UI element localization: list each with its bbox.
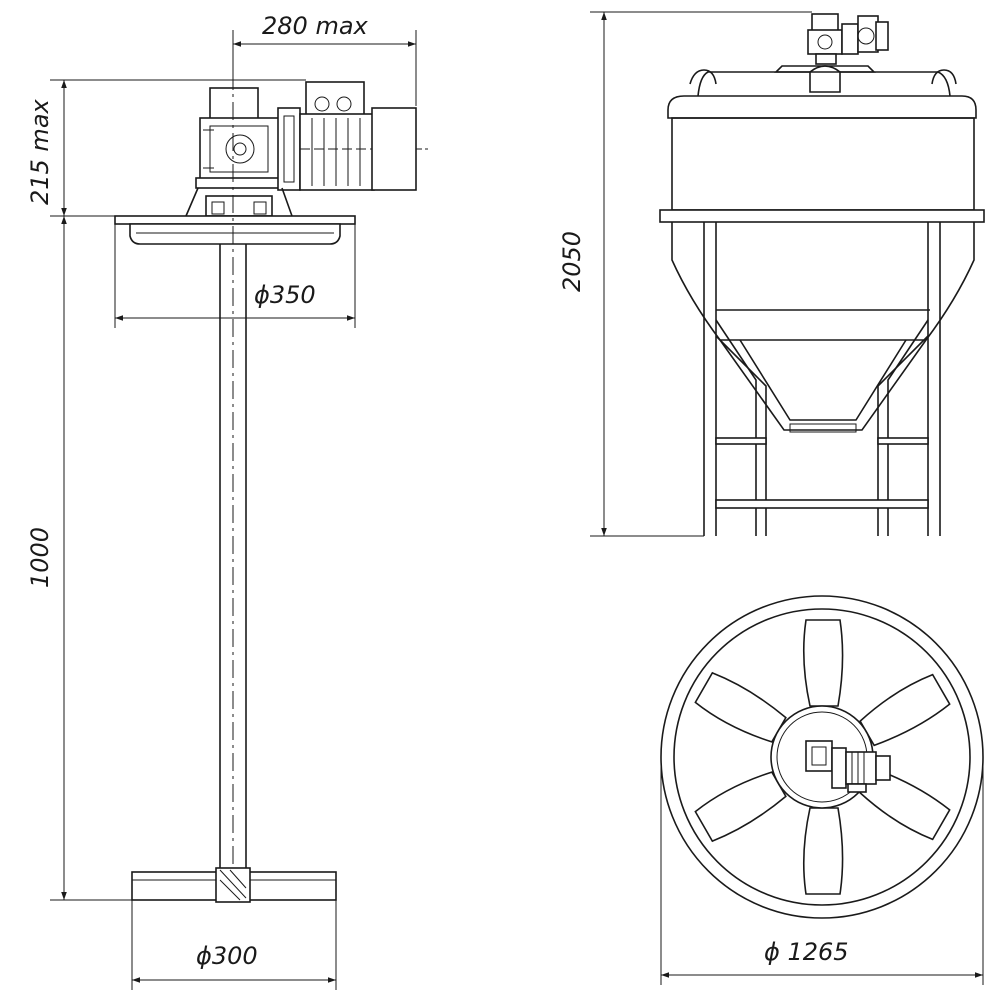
dim-shaft-length-label: 1000 bbox=[26, 527, 54, 588]
dim-motor-height-label: 215 max bbox=[26, 98, 54, 205]
top-view-motor bbox=[805, 740, 891, 793]
mounting-flange bbox=[114, 215, 356, 245]
tank-front-view: 2050 bbox=[558, 11, 985, 537]
dim-motor-height: 215 max bbox=[26, 79, 306, 217]
motor-gearbox bbox=[185, 81, 428, 217]
tank-top-motor bbox=[807, 13, 889, 65]
dim-tank-diameter-label: ϕ 1265 bbox=[764, 938, 849, 966]
dim-shaft-length: 1000 bbox=[26, 216, 132, 901]
mixer-side-view: 280 max 215 max ϕ350 1000 ϕ300 bbox=[26, 12, 428, 990]
impeller-blades bbox=[694, 619, 951, 895]
impeller bbox=[131, 867, 337, 903]
dim-tank-height: 2050 bbox=[558, 11, 812, 537]
dim-impeller-diameter-label: ϕ300 bbox=[196, 942, 258, 970]
dim-motor-width-label: 280 max bbox=[262, 12, 369, 40]
dim-tank-diameter: ϕ 1265 bbox=[660, 757, 984, 985]
dim-impeller-diameter: ϕ300 bbox=[131, 900, 337, 990]
dim-motor-width: 280 max bbox=[232, 12, 417, 106]
mixer-shaft bbox=[219, 40, 247, 900]
dim-flange-diameter: ϕ350 bbox=[114, 224, 356, 328]
dim-tank-height-label: 2050 bbox=[558, 231, 586, 292]
dim-flange-diameter-label: ϕ350 bbox=[254, 281, 316, 309]
tank-top-view: ϕ 1265 bbox=[660, 595, 984, 985]
